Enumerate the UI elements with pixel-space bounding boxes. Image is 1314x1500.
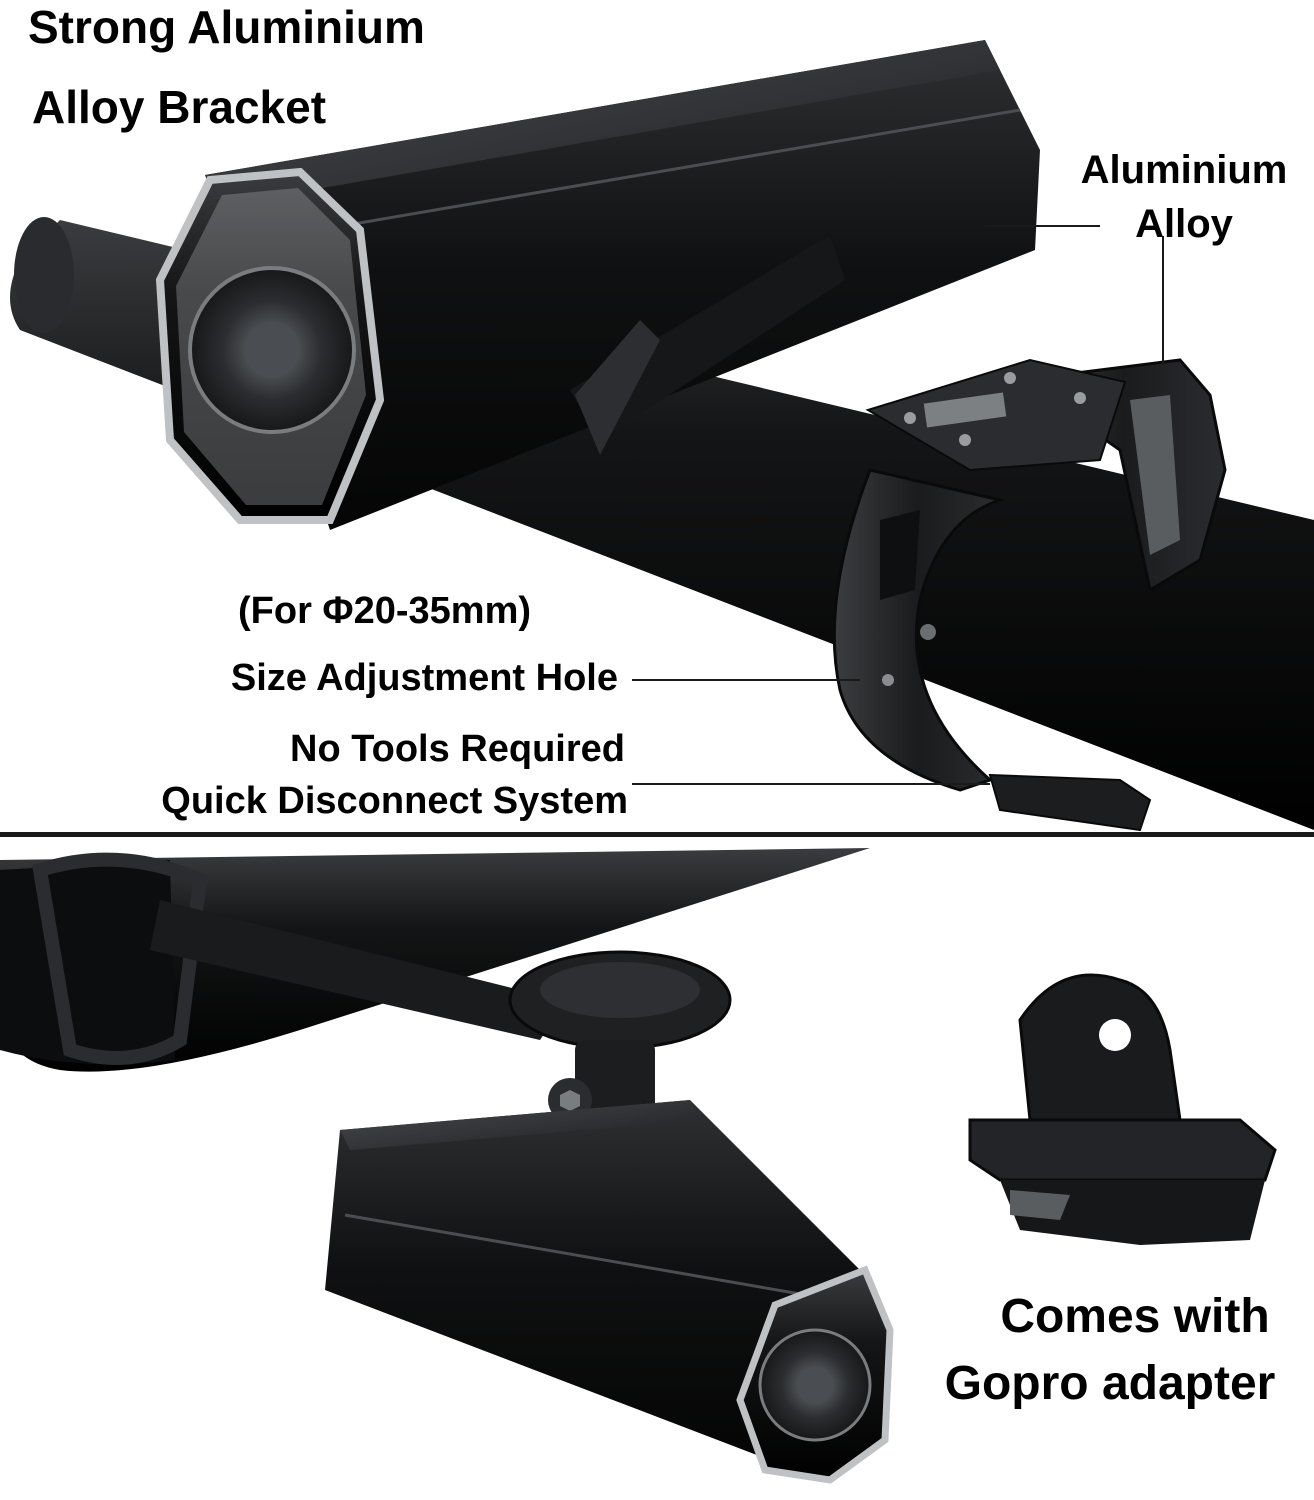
bike-headlight-icon xyxy=(325,1100,894,1484)
bike-headlight-icon xyxy=(155,40,1040,530)
callout-lines-top xyxy=(632,225,1164,785)
gopro-adapter-icon xyxy=(968,973,1277,1245)
no-tools-label: No Tools Required xyxy=(290,728,625,770)
quick-disconnect-label: Quick Disconnect System xyxy=(161,780,628,822)
gopro-label-line-1: Comes with xyxy=(1000,1290,1270,1343)
handlebar-clamp-icon xyxy=(832,358,1227,832)
material-label-line-2: Alloy xyxy=(1135,202,1233,246)
gopro-label-line-2: Gopro adapter xyxy=(944,1357,1276,1410)
size-range-label: (For Φ20-35mm) xyxy=(238,590,532,632)
panel-divider xyxy=(0,832,1314,837)
title-line-2: Alloy Bracket xyxy=(32,81,327,133)
handlebar-bottom xyxy=(0,848,870,1072)
material-label-line-1: Aluminium xyxy=(1080,148,1288,192)
size-adjustment-label: Size Adjustment Hole xyxy=(230,657,618,699)
title-line-1: Strong Aluminium xyxy=(28,1,425,53)
